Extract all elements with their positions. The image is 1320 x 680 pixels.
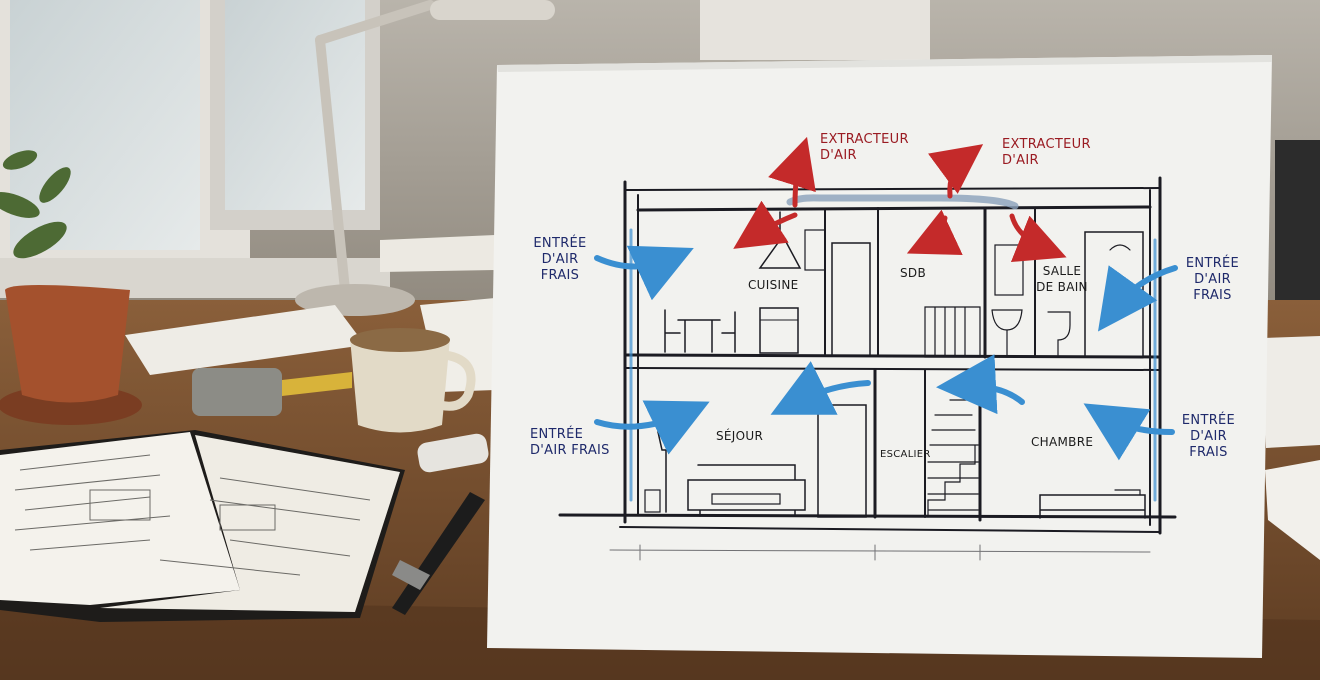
label-fresh-bottom-left: ENTRÉE D'AIR FRAIS <box>530 427 610 458</box>
potted-plant <box>0 150 142 425</box>
extract-air-arrows <box>733 136 1067 263</box>
room-label-bedroom: CHAMBRE <box>1031 435 1094 449</box>
room-label-living: SÉJOUR <box>716 429 764 443</box>
room-label-bathroom: SALLE DE BAIN <box>1036 264 1088 294</box>
label-extract-bath: EXTRACTEUR D'AIR <box>1002 137 1091 168</box>
house-section <box>558 176 1177 561</box>
room-label-kitchen: CUISINE <box>748 278 799 292</box>
coffee-mug <box>350 328 476 433</box>
label-fresh-top-right: ENTRÉE D'AIR FRAIS <box>1185 256 1240 303</box>
fresh-air-arrows <box>594 245 1178 461</box>
notebook <box>0 430 405 622</box>
window <box>0 0 390 298</box>
label-fresh-bottom-right: ENTRÉE D'AIR FRAIS <box>1181 413 1236 460</box>
desk-lamp <box>315 0 435 295</box>
room-label-stairs: ESCALIER <box>880 449 931 460</box>
room-label-wc: SDB <box>900 266 926 280</box>
label-extract-kitchen: EXTRACTEUR D'AIR <box>820 132 909 163</box>
label-fresh-top-left: ENTRÉE D'AIR FRAIS <box>533 236 587 283</box>
